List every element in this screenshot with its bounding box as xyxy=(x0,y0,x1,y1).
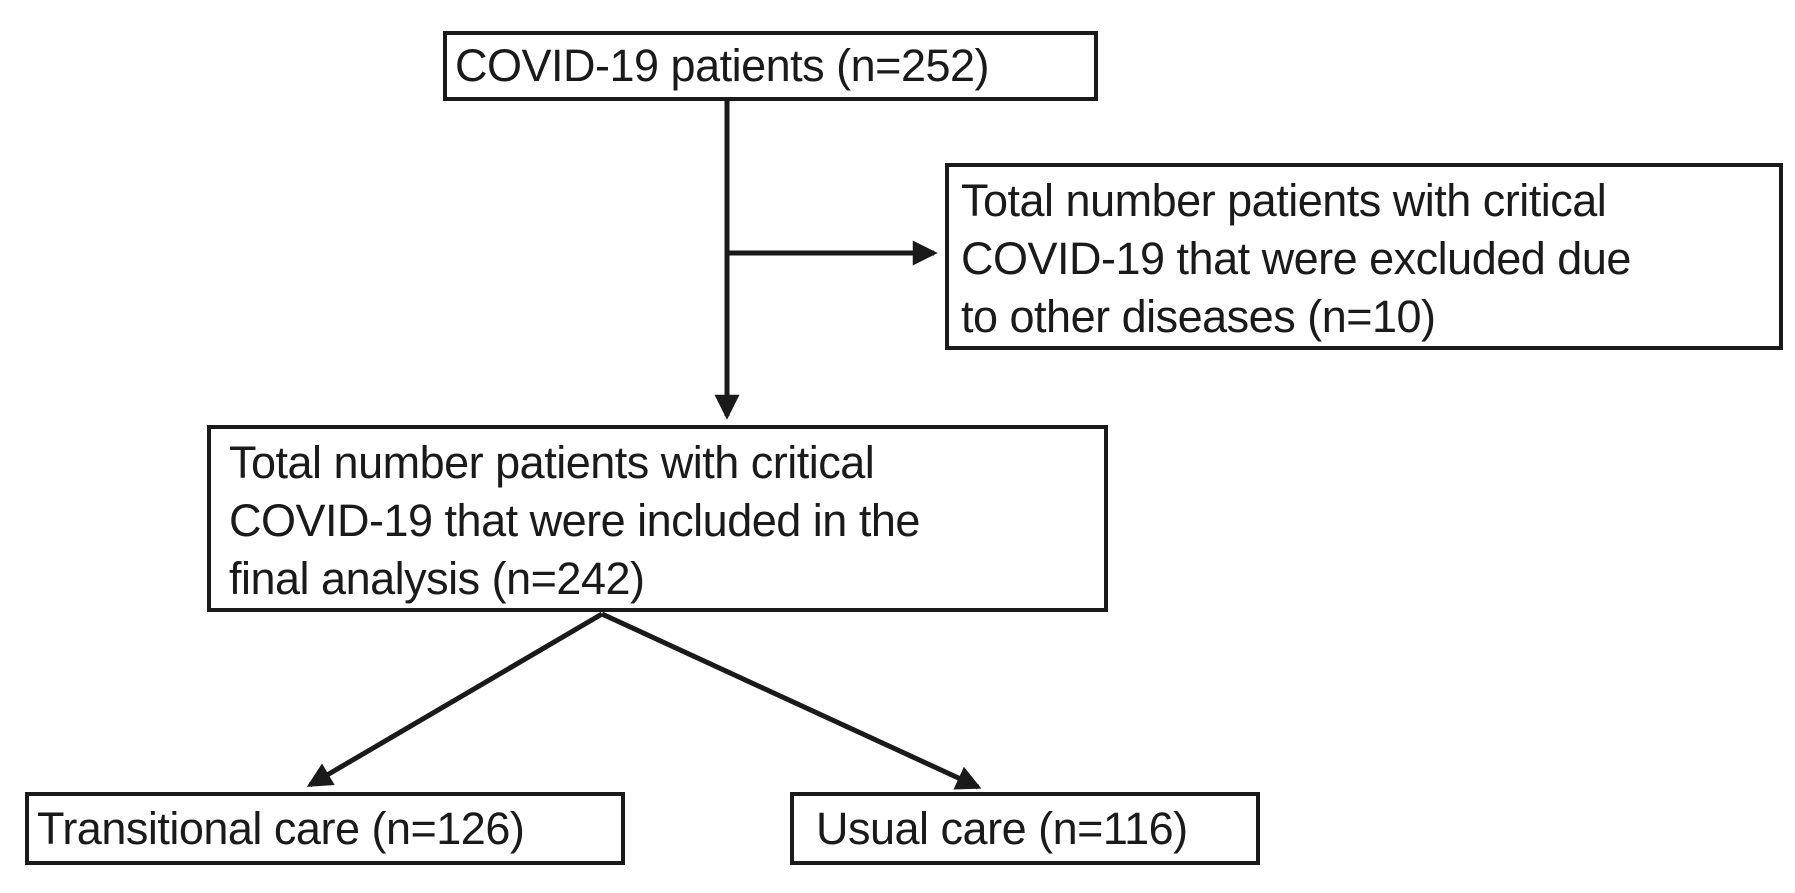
box-text-line: Transitional care (n=126) xyxy=(37,802,525,854)
arrow-included-to-usual xyxy=(600,611,982,790)
box-text-line: to other diseases (n=10) xyxy=(961,291,1436,342)
flow-box-transitional-care: Transitional care (n=126) xyxy=(25,792,625,865)
arrow-included-to-transitional xyxy=(306,611,604,788)
box-text-line: Total number patients with critical xyxy=(961,175,1607,226)
box-text-line: COVID-19 that were included in the xyxy=(229,495,920,546)
flow-box-usual-care: Usual care (n=116) xyxy=(790,792,1260,865)
box-text-line: COVID-19 patients (n=252) xyxy=(455,40,990,91)
box-text-line: Usual care (n=116) xyxy=(816,802,1188,854)
box-text-line: COVID-19 that were excluded due xyxy=(961,233,1631,284)
flow-box-enrolled-patients: COVID-19 patients (n=252) xyxy=(443,31,1098,101)
flow-box-excluded-patients: Total number patients with critical COVI… xyxy=(945,163,1783,350)
box-text-line: Total number patients with critical xyxy=(229,437,875,488)
flow-box-included-patients: Total number patients with critical COVI… xyxy=(207,425,1108,612)
box-text-line: final analysis (n=242) xyxy=(229,553,645,604)
